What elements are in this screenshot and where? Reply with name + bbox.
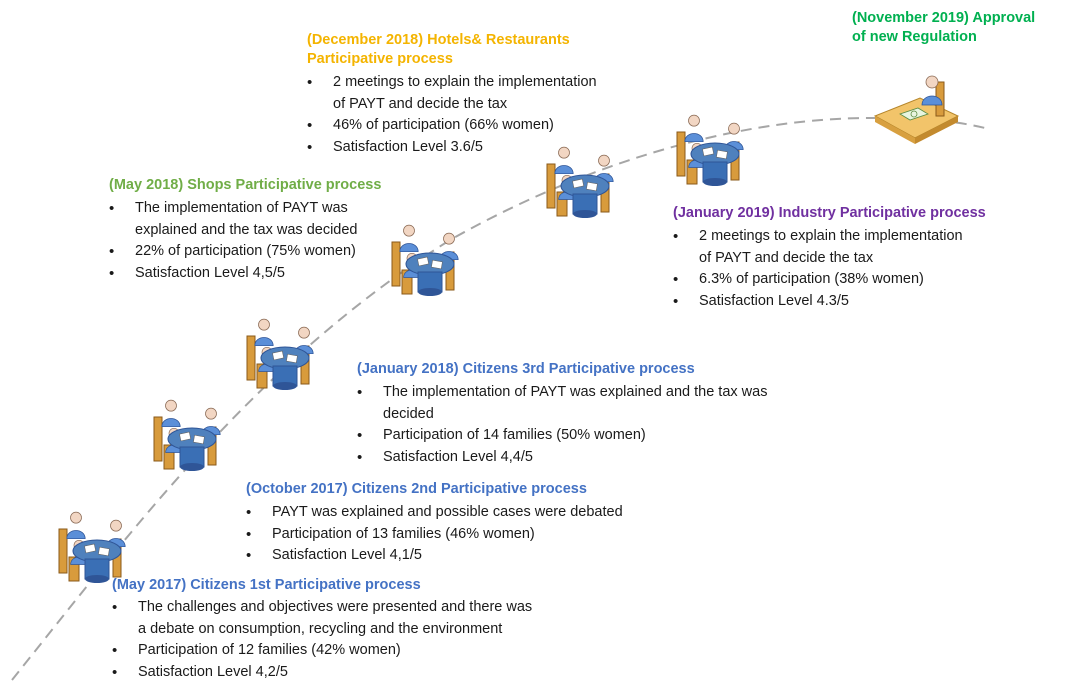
bullet-item: The implementation of PAYT was explained…	[357, 382, 767, 404]
milestone-name: Industry Participative process	[778, 205, 986, 221]
bullet-item: Satisfaction Level 4,5/5	[109, 263, 381, 285]
bullet-item-continuation: a debate on consumption, recycling and t…	[138, 620, 503, 637]
milestone-name-line2: Participative process	[307, 51, 453, 67]
milestone-dec-2018: (December 2018) Hotels& Restaurants Part…	[307, 31, 597, 158]
milestone-title: (May 2018) Shops Participative process	[109, 176, 381, 195]
milestone-date: (January 2018)	[357, 361, 459, 377]
bullet-item: 46% of participation (66% women)	[307, 115, 597, 137]
bullet-item: Participation of 12 families (42% women)	[112, 640, 532, 662]
meeting-table-icon	[243, 312, 328, 392]
milestone-title: (October 2017) Citizens 2nd Participativ…	[246, 480, 623, 499]
milestone-jan-2018: (January 2018) Citizens 3rd Participativ…	[357, 360, 767, 468]
bullet-item-continuation: decided	[383, 405, 434, 422]
bullet-item: Satisfaction Level 4.3/5	[673, 291, 986, 313]
bullet-item: 2 meetings to explain the implementation	[673, 226, 986, 248]
bullet-item-continuation: of PAYT and decide the tax	[699, 249, 874, 266]
bullet-item: The implementation of PAYT was	[109, 198, 381, 220]
milestone-name: Hotels& Restaurants	[427, 32, 570, 48]
milestone-name: Citizens 1st Participative process	[190, 577, 421, 593]
milestone-title: (January 2019) Industry Participative pr…	[673, 204, 986, 223]
bullet-item: Satisfaction Level 4,4/5	[357, 447, 767, 469]
milestone-date: (December 2018)	[307, 32, 424, 48]
milestone-title: (November 2019) Approval of new Regulati…	[852, 9, 1035, 47]
milestone-date: (October 2017)	[246, 481, 348, 497]
bullet-item: 2 meetings to explain the implementation	[307, 72, 597, 94]
meeting-table-icon	[673, 108, 758, 188]
bullet-item-continuation: explained and the tax was decided	[135, 221, 358, 238]
milestone-name: Citizens 3rd Participative process	[462, 361, 695, 377]
milestone-title: (May 2017) Citizens 1st Participative pr…	[112, 576, 532, 595]
desk-signing-icon	[870, 68, 960, 148]
milestone-nov-2019: (November 2019) Approval of new Regulati…	[852, 9, 1035, 47]
bullet-item: 22% of participation (75% women)	[109, 241, 381, 263]
milestone-name: Shops Participative process	[187, 177, 382, 193]
milestone-may-2017: (May 2017) Citizens 1st Participative pr…	[112, 576, 532, 683]
milestone-name-line2: of new Regulation	[852, 29, 977, 45]
milestone-jan-2019: (January 2019) Industry Participative pr…	[673, 204, 986, 312]
milestone-date: (January 2019)	[673, 205, 775, 221]
milestone-name: Approval	[972, 10, 1036, 26]
milestone-date: (November 2019)	[852, 10, 969, 26]
milestone-may-2018: (May 2018) Shops Participative process T…	[109, 176, 381, 284]
bullet-item: Satisfaction Level 3.6/5	[307, 137, 597, 159]
bullet-item-continuation: of PAYT and decide the tax	[333, 95, 508, 112]
bullet-item: Participation of 14 families (50% women)	[357, 425, 767, 447]
bullet-item: Satisfaction Level 4,1/5	[246, 545, 623, 567]
milestone-date: (May 2017)	[112, 577, 187, 593]
bullet-item: 6.3% of participation (38% women)	[673, 269, 986, 291]
bullet-item: Participation of 13 families (46% women)	[246, 524, 623, 546]
bullet-item: The challenges and objectives were prese…	[112, 597, 532, 619]
bullet-item: Satisfaction Level 4,2/5	[112, 662, 532, 683]
milestone-title: (December 2018) Hotels& Restaurants Part…	[307, 31, 597, 69]
milestone-oct-2017: (October 2017) Citizens 2nd Participativ…	[246, 480, 623, 567]
milestone-date: (May 2018)	[109, 177, 184, 193]
milestone-name: Citizens 2nd Participative process	[351, 481, 587, 497]
bullet-item: PAYT was explained and possible cases we…	[246, 502, 623, 524]
meeting-table-icon	[55, 505, 140, 585]
meeting-table-icon	[388, 218, 473, 298]
milestone-title: (January 2018) Citizens 3rd Participativ…	[357, 360, 767, 379]
meeting-table-icon	[150, 393, 235, 473]
